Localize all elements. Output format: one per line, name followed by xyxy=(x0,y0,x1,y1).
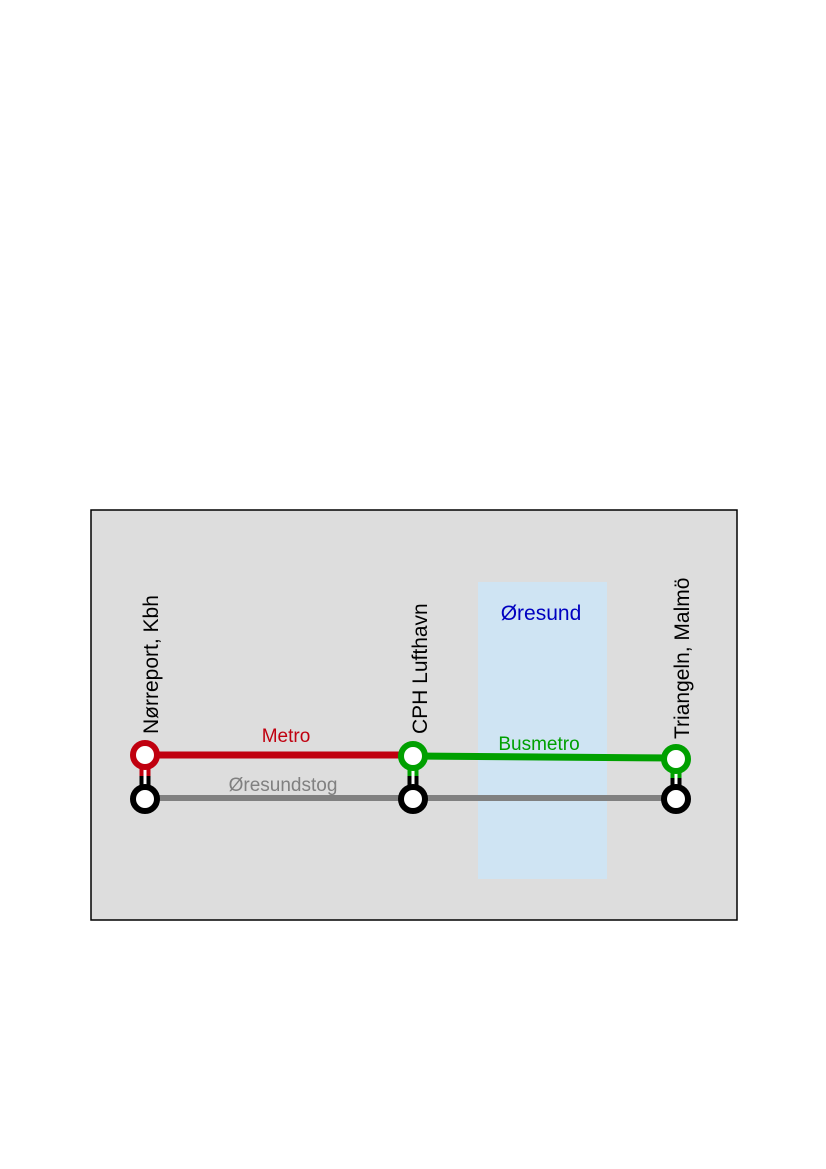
station-cph-train xyxy=(398,784,428,814)
station-norreport-train xyxy=(130,784,160,814)
line-label-metro: Metro xyxy=(262,726,311,747)
station-triangeln-busmetro xyxy=(661,744,691,774)
station-label-norreport: Nørreport, Kbh xyxy=(140,595,163,734)
station-triangeln-train xyxy=(661,784,691,814)
water-label: Øresund xyxy=(501,602,582,625)
station-label-cph: CPH Lufthavn xyxy=(409,603,432,734)
station-norreport-metro xyxy=(130,740,160,770)
line-label-oresundstog: Øresundstog xyxy=(229,775,338,796)
line-label-busmetro: Busmetro xyxy=(498,734,579,755)
water-area xyxy=(478,582,607,879)
station-cph-busmetro xyxy=(398,741,428,771)
diagram-frame xyxy=(90,509,738,921)
station-label-triangeln: Triangeln, Malmö xyxy=(671,578,694,739)
line-busmetro xyxy=(412,752,677,762)
